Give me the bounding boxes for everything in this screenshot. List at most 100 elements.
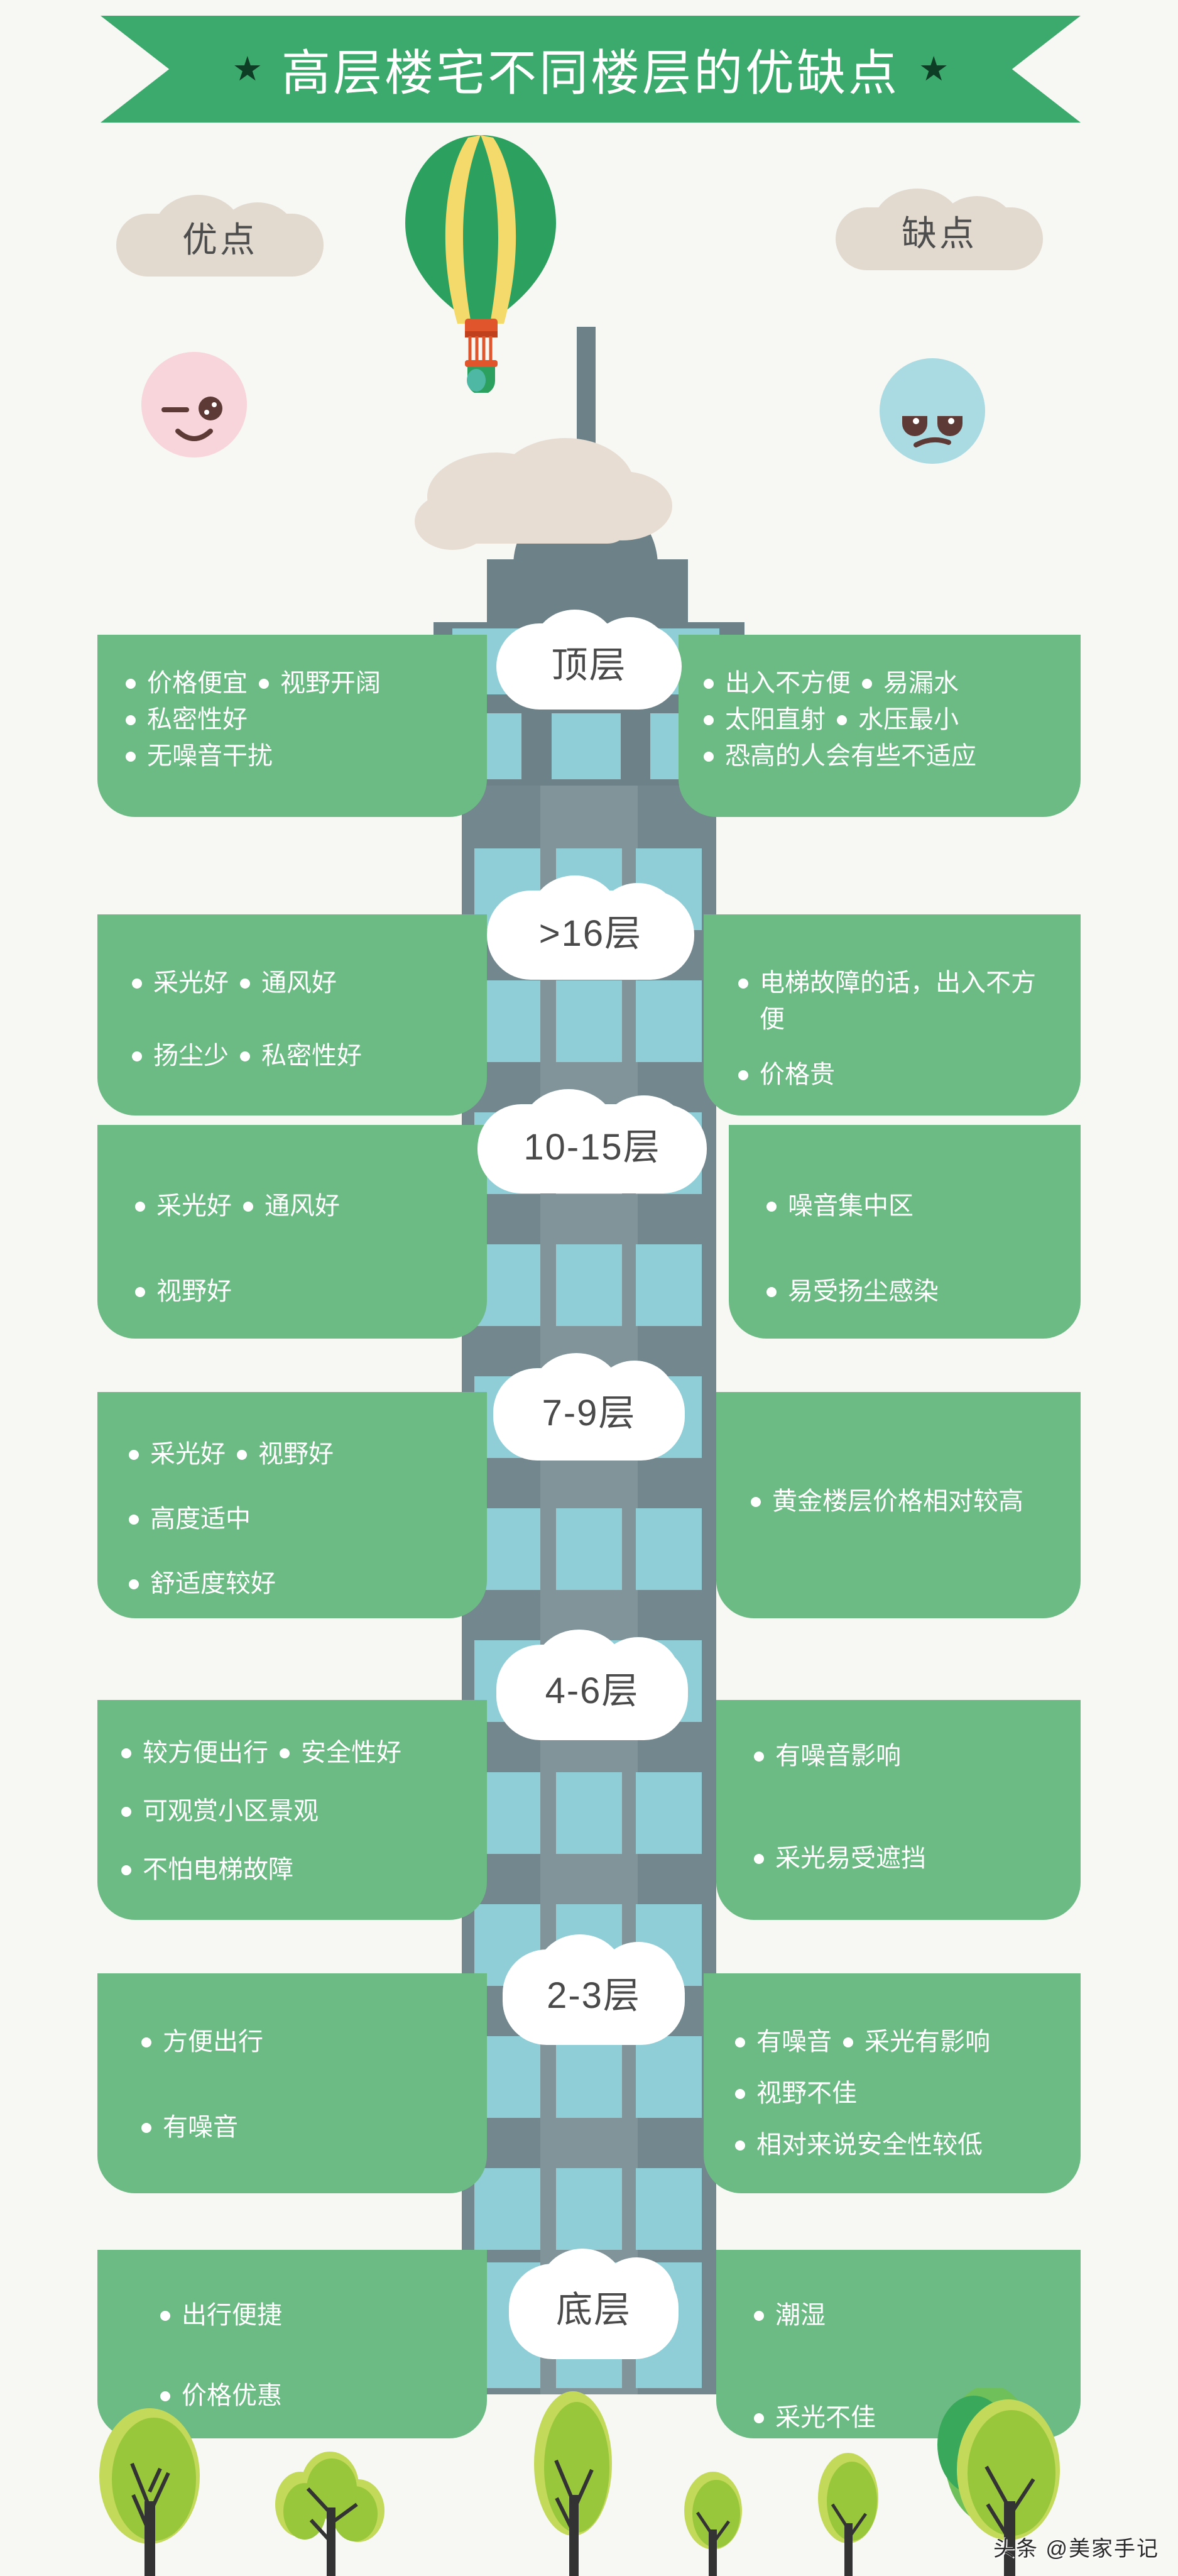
- con-text: 电梯故障的话，出入不方便: [760, 969, 1036, 1033]
- tree-icon: [534, 2391, 612, 2576]
- tree-icon: [99, 2408, 200, 2576]
- bullet-dot: [766, 1287, 777, 1297]
- bullet-dot: [754, 2311, 764, 2321]
- pros-label-cloud: 优点: [116, 195, 324, 280]
- pro-text: 方便出行: [163, 2028, 263, 2056]
- pro-text: 安全性好: [301, 1739, 401, 1767]
- tree-row: [99, 2388, 1060, 2576]
- sky-cloud-icon: [415, 438, 672, 550]
- bullet-dot: [237, 1450, 247, 1460]
- bullet-dot: [862, 679, 872, 689]
- con-text: 易受扬尘感染: [788, 1278, 939, 1305]
- cloud-body: [836, 207, 1043, 270]
- hot-air-balloon-icon: [405, 135, 556, 393]
- pro-text: 可观赏小区景观: [143, 1797, 319, 1825]
- bullet-dot: [126, 679, 136, 689]
- pro-text: 私密性好: [261, 1042, 362, 1070]
- floor-0-label: 顶层: [551, 644, 627, 686]
- floor-3-cons-panel: 黄金楼层价格相对较高: [716, 1392, 1081, 1618]
- bullet-dot: [129, 1450, 139, 1460]
- pro-text: 视野好: [258, 1440, 334, 1468]
- list-item: 噪音集中区: [766, 1188, 1081, 1224]
- bullet-dot: [135, 1202, 145, 1212]
- floor-4-label-cloud: 4-6层: [496, 1625, 688, 1750]
- list-item: 潮湿: [754, 2297, 1081, 2333]
- list-item: 采光好 通风好: [135, 1188, 487, 1224]
- pro-text: 舒适度较好: [150, 1570, 276, 1598]
- list-item: 视野不佳: [735, 2075, 1081, 2112]
- list-item: 无噪音干扰: [126, 738, 487, 774]
- pro-text: 采光好: [153, 969, 229, 997]
- con-text: 出入不方便: [725, 669, 851, 697]
- list-item: 高度适中: [129, 1501, 487, 1537]
- floor-1-cons-panel: 电梯故障的话，出入不方便 价格贵: [704, 914, 1081, 1115]
- list-item: 价格便宜 视野开阔: [126, 665, 487, 701]
- bullet-dot: [754, 1854, 764, 1864]
- bullet-dot: [735, 2037, 745, 2047]
- pro-text: 出行便捷: [182, 2301, 282, 2329]
- con-text: 黄金楼层价格相对较高: [772, 1488, 1023, 1515]
- floor-5-pros-panel: 方便出行 有噪音: [97, 1973, 487, 2193]
- con-text: 相对来说安全性较低: [756, 2131, 983, 2159]
- pro-text: 采光好: [156, 1192, 232, 1220]
- bullet-dot: [129, 1515, 139, 1525]
- bullet-dot: [754, 1751, 764, 1762]
- pro-text: 扬尘少: [153, 1042, 229, 1070]
- floor-2-pros-panel: 采光好 通风好 视野好: [97, 1125, 487, 1339]
- floor-4-pros-panel: 较方便出行 安全性好 可观赏小区景观 不怕电梯故障: [97, 1700, 487, 1920]
- tree-icon: [684, 2472, 742, 2576]
- bullet-dot: [843, 2037, 853, 2047]
- star-right-icon: ★: [919, 50, 949, 88]
- con-text: 采光易受遮挡: [775, 1844, 926, 1872]
- star-left-icon: ★: [232, 50, 263, 88]
- list-item: 有噪音: [141, 2109, 487, 2146]
- con-text: 水压最小: [858, 706, 959, 733]
- floor-0-pros-panel: 价格便宜 视野开阔 私密性好 无噪音干扰: [97, 635, 487, 817]
- cons-label-text: 缺点: [902, 214, 977, 253]
- bullet-dot: [132, 978, 142, 989]
- floor-2-cons-panel: 噪音集中区 易受扬尘感染: [729, 1125, 1081, 1339]
- cons-frowny-face-icon: [880, 358, 985, 464]
- list-item: 视野好: [135, 1273, 487, 1310]
- pro-text: 无噪音干扰: [147, 742, 273, 770]
- floor-0-label-cloud: 顶层: [496, 603, 682, 720]
- floor-3-label-cloud: 7-9层: [493, 1348, 685, 1471]
- pro-text: 视野开阔: [280, 669, 381, 697]
- list-item: 采光好 视野好: [129, 1436, 487, 1472]
- bullet-dot: [280, 1748, 290, 1758]
- floor-2-label: 10-15层: [523, 1127, 661, 1168]
- floor-2-label-cloud: 10-15层: [477, 1084, 707, 1203]
- con-text: 潮湿: [775, 2301, 826, 2329]
- floor-3-pros-panel: 采光好 视野好 高度适中 舒适度较好: [97, 1392, 487, 1618]
- con-text: 易漏水: [883, 669, 959, 697]
- bullet-dot: [126, 752, 136, 762]
- con-text: 噪音集中区: [788, 1192, 913, 1220]
- tree-icon: [937, 2388, 1060, 2576]
- pros-label-text: 优点: [182, 220, 258, 260]
- pro-text: 私密性好: [147, 706, 248, 733]
- bullet-dot: [141, 2037, 151, 2047]
- bullet-dot: [126, 715, 136, 725]
- bullet-dot: [704, 752, 714, 762]
- footer-watermark: 头条 @美家手记: [993, 2537, 1159, 2561]
- pro-text: 不怕电梯故障: [143, 1856, 293, 1883]
- list-item: 扬尘少 私密性好: [132, 1038, 487, 1074]
- con-text: 视野不佳: [756, 2080, 857, 2107]
- list-item: 不怕电梯故障: [121, 1851, 487, 1888]
- con-text: 价格贵: [760, 1061, 835, 1088]
- bullet-dot: [121, 1807, 131, 1817]
- list-item: 方便出行: [141, 2024, 487, 2060]
- list-item: 私密性好: [126, 701, 487, 738]
- pro-text: 高度适中: [150, 1505, 251, 1533]
- floor-5-label-cloud: 2-3层: [503, 1929, 685, 2055]
- bullet-dot: [259, 679, 269, 689]
- bullet-dot: [135, 1287, 145, 1297]
- bullet-dot: [766, 1202, 777, 1212]
- list-item: 采光不佳: [754, 2399, 1081, 2436]
- list-item: 有噪音影响: [754, 1738, 1081, 1774]
- pros-smiley-face-icon: [141, 352, 247, 458]
- bullet-dot: [160, 2311, 170, 2321]
- list-item: 电梯故障的话，出入不方便: [738, 965, 1046, 1038]
- list-item: 相对来说安全性较低: [735, 2127, 1081, 2163]
- list-item: 有噪音 采光有影响: [735, 2024, 1081, 2060]
